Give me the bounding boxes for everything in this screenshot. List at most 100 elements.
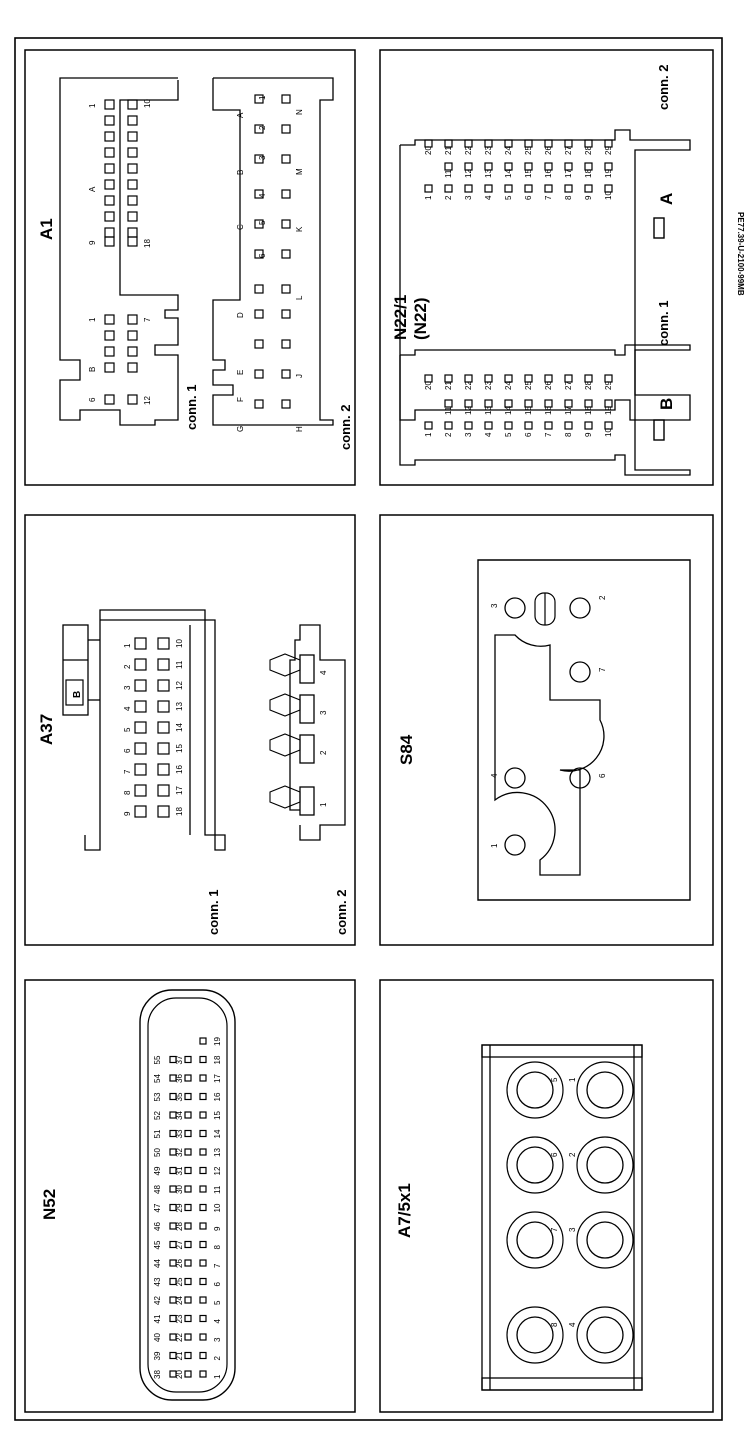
- n52-pin-number: 17: [213, 1074, 222, 1083]
- a37-socket: [134, 679, 147, 692]
- n52-socket: [169, 1185, 177, 1193]
- a37-socket: [134, 721, 147, 734]
- a37-pin-number: 7: [123, 769, 132, 774]
- a1-conn1-socket: [104, 99, 115, 110]
- n52-pin-number: 19: [213, 1037, 222, 1046]
- n22-conn2-socket: [444, 162, 453, 171]
- n52-pin-number: 44: [153, 1259, 162, 1268]
- n22-conn2-pin-number: 10: [604, 191, 613, 200]
- a1-conn2-label: conn. 2: [338, 404, 353, 450]
- a37-conn2-terminal: [269, 653, 301, 677]
- n22-conn1-pin-number: 16: [544, 406, 553, 415]
- a1-conn2-socket: [254, 339, 264, 349]
- n22-conn1-socket: [524, 374, 533, 383]
- n52-socket: [199, 1055, 207, 1064]
- n52-socket: [184, 1370, 192, 1378]
- a1-conn2-socket: [281, 309, 291, 319]
- n22-conn2-socket: [604, 139, 613, 148]
- n22-conn1-pin-number: 24: [504, 381, 513, 390]
- n22-conn2-pin-number: 6: [524, 195, 533, 200]
- a37-pin-number: 3: [123, 685, 132, 690]
- n22-conn2-pin-number: 12: [464, 169, 473, 178]
- a1-conn2-socket: [281, 189, 291, 199]
- a7-pin: [586, 1146, 624, 1184]
- n52-pin-number: 48: [153, 1185, 162, 1194]
- n22-conn2-socket: [504, 184, 513, 193]
- n52-pin-number: 53: [153, 1092, 162, 1101]
- a1-conn2-letter: B: [236, 170, 245, 175]
- a1-conn2-socket: [281, 124, 291, 134]
- n52-pin-number: 1: [213, 1374, 222, 1379]
- n22-conn2-pin-number: 1: [424, 195, 433, 200]
- a37-socket: [157, 658, 170, 671]
- n22-conn2-socket: [564, 184, 573, 193]
- n22-conn1-pin-number: 11: [444, 406, 453, 415]
- a1-conn2-pin-number: 3: [258, 155, 267, 160]
- n22-conn1-pin-number: 20: [424, 381, 433, 390]
- a1-conn2-pin-number: 4: [258, 193, 267, 198]
- n52-pin-number: 15: [213, 1111, 222, 1120]
- n52-pin-number: 40: [153, 1333, 162, 1342]
- n22-key-b: [653, 419, 665, 441]
- n22-conn1-socket: [464, 421, 473, 430]
- a1-conn2-socket: [254, 369, 264, 379]
- n22-conn1-socket: [504, 399, 513, 408]
- a1-sockets: [104, 94, 291, 409]
- a1-conn2-letter: H: [295, 426, 304, 432]
- n22-conn1-pin-number: 13: [484, 406, 493, 415]
- n22-conn2-pin-number: 23: [484, 146, 493, 155]
- n22-sockets: 1112021221313224142351524616257172681827…: [424, 139, 613, 437]
- n22-conn2-pin-number: 22: [464, 146, 473, 155]
- n52-pin-number: 13: [213, 1148, 222, 1157]
- n52-pin-number: 5: [213, 1300, 222, 1305]
- a1-conn1-socket: [104, 211, 115, 222]
- a1-conn1-socket: [127, 179, 138, 190]
- a7-frame-part: [481, 1044, 643, 1058]
- n52-socket: [199, 1222, 207, 1230]
- n52-socket: [199, 1203, 207, 1212]
- n22-conn1-socket: [544, 374, 553, 383]
- a1-conn1-socket: [127, 227, 138, 238]
- n52-pin-number: 18: [213, 1055, 222, 1064]
- n52-pin-number: 3: [213, 1337, 222, 1342]
- n22-conn1-pin-number: 15: [524, 406, 533, 415]
- n22-conn1-pin-number: 9: [584, 432, 593, 437]
- a1-conn1-socket: [127, 394, 138, 405]
- reference-code: PE77.39-U-2100-99MB: [736, 212, 745, 296]
- n22-conn1-socket: [544, 421, 553, 430]
- n52-pin-number: 29: [175, 1203, 184, 1212]
- a7-pin-collar: [506, 1306, 564, 1364]
- n22-conn1-pin-number: 29: [604, 381, 613, 390]
- n22-conn1-socket: [444, 374, 453, 383]
- n52-socket: [184, 1333, 192, 1341]
- a1-conn1-socket: [127, 314, 138, 325]
- a7-pin-collar: [576, 1211, 634, 1269]
- a37-key-box: [65, 679, 84, 706]
- a1-conn2-letter: K: [295, 226, 304, 232]
- n22-conn2-socket: [484, 162, 493, 171]
- a37-pin-number: 8: [123, 790, 132, 795]
- a37-socket: [134, 805, 147, 818]
- n22-conn2-socket: [524, 184, 533, 193]
- n22-conn1-pin-number: 21: [444, 381, 453, 390]
- n52-socket: [184, 1055, 192, 1064]
- n52-socket: [169, 1296, 177, 1304]
- a37-conn2-socket: [299, 734, 315, 764]
- n52-socket: [199, 1037, 207, 1045]
- a37-socket: [134, 637, 147, 650]
- n22-conn1-socket: [584, 399, 593, 408]
- a37-conn2-terminal: [269, 785, 301, 809]
- n52-pin-number: 36: [175, 1074, 184, 1083]
- n22-conn2-socket: [504, 139, 513, 148]
- s84-pin-number: 3: [490, 603, 499, 608]
- a1-conn1-socket: [127, 163, 138, 174]
- n22-conn2-pin-number: 8: [564, 195, 573, 200]
- s84-latch: [534, 592, 556, 626]
- n52-pin-number: 35: [175, 1092, 184, 1101]
- n52-pin-number: 7: [213, 1263, 222, 1268]
- s84-pin: [569, 767, 591, 789]
- n52-pin-number: 16: [213, 1092, 222, 1101]
- a1-conn1-socket: [104, 179, 115, 190]
- n22-conn2-pin-number: 11: [444, 169, 453, 178]
